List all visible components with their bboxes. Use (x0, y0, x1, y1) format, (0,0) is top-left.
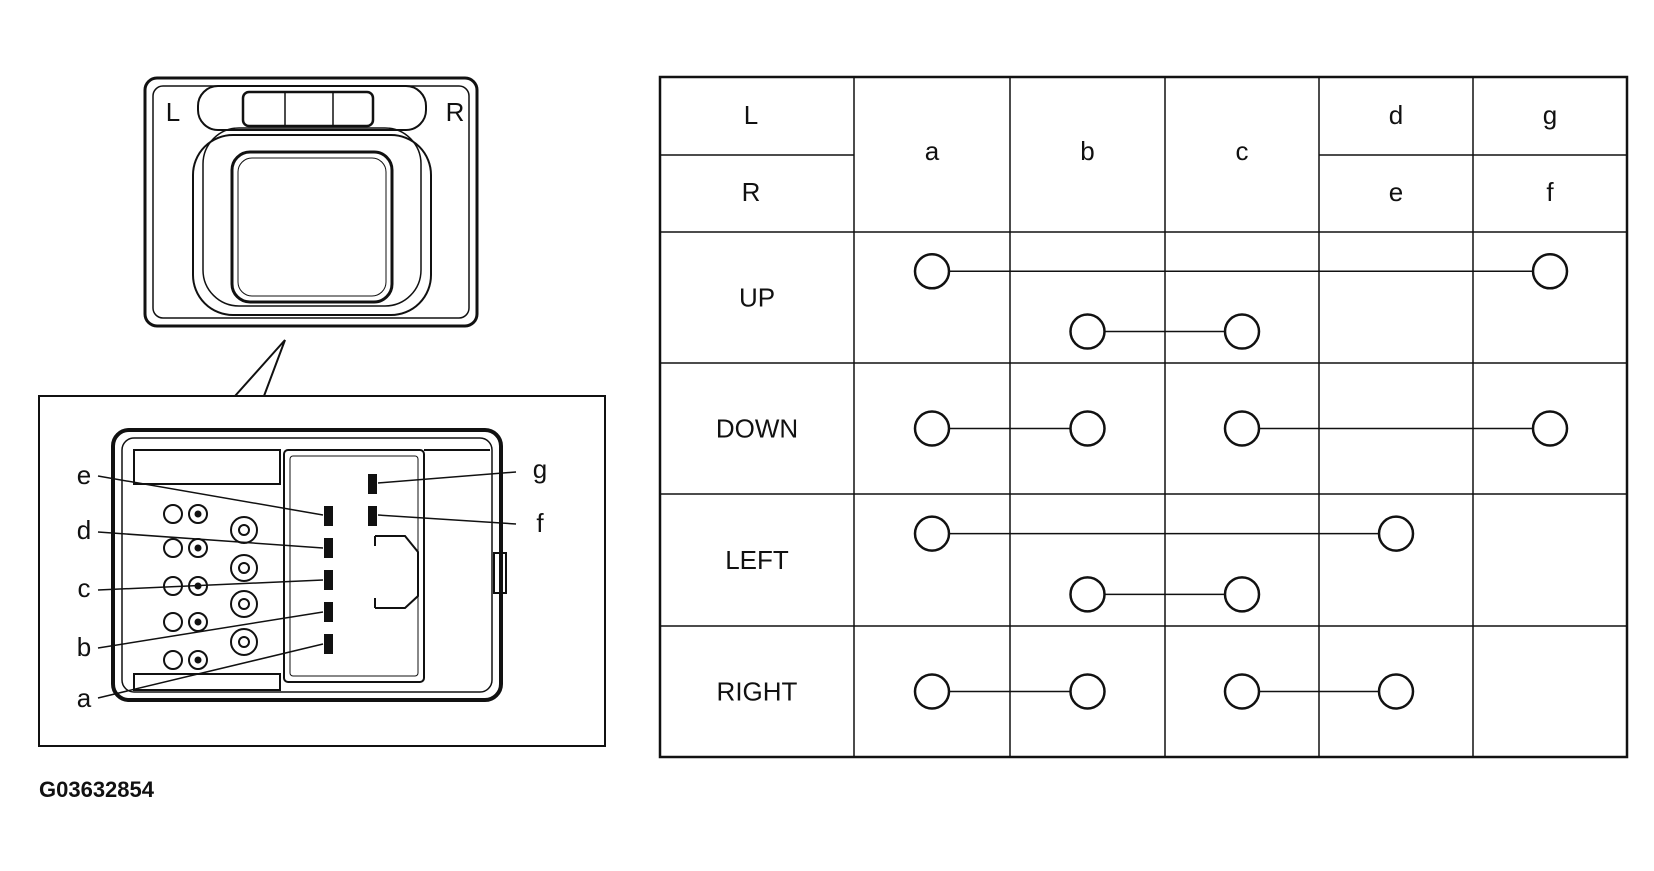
leader-lines (97, 471, 517, 699)
row-label: RIGHT (717, 677, 798, 707)
terminal-node (1531, 410, 1569, 447)
continuity-link (1069, 313, 1261, 350)
pin-label-g: g (533, 454, 547, 484)
terminal-node (1223, 410, 1261, 447)
column-header-bottom: f (1546, 177, 1554, 207)
column-header-top: d (1389, 100, 1403, 130)
pin-label-e: e (77, 460, 91, 490)
terminal-node (1069, 576, 1106, 613)
table-grid (658, 75, 1629, 759)
terminal-a (324, 634, 333, 654)
header-l: L (744, 100, 758, 130)
pin-label-c: c (78, 573, 91, 603)
terminal-node (1531, 253, 1569, 290)
pin-label-d: d (77, 515, 91, 545)
callout-pointer (234, 339, 286, 397)
terminal-e (324, 506, 333, 526)
column-header: b (1080, 136, 1094, 166)
header-r: R (742, 177, 761, 207)
terminal-node (913, 515, 951, 552)
continuity-connections (913, 253, 1569, 710)
terminal-node (1377, 673, 1415, 710)
terminal-d (324, 538, 333, 558)
terminal-c (324, 570, 333, 590)
column-header: c (1236, 136, 1249, 166)
column-header: a (925, 136, 940, 166)
table-border (658, 75, 1629, 759)
row-label: LEFT (725, 545, 789, 575)
continuity-link (1069, 576, 1261, 613)
continuity-link (1223, 673, 1415, 710)
row-label: DOWN (716, 414, 798, 444)
pin-label-b: b (77, 632, 91, 662)
continuity-table: L R a b c d e g f UP DOWN LEFT RIGHT (658, 75, 1629, 759)
terminal-node (1223, 673, 1261, 710)
row-label: UP (739, 283, 775, 313)
figure-code: G03632854 (39, 777, 155, 802)
selector-left-label: L (166, 97, 180, 127)
row-labels: UP DOWN LEFT RIGHT (716, 283, 798, 707)
continuity-link (913, 515, 1415, 552)
switch-face: L R (143, 76, 479, 328)
connector-view: e d c b a g f (38, 395, 606, 747)
terminal-node (1069, 673, 1106, 710)
terminal-node (913, 673, 951, 710)
terminal-node (913, 410, 951, 447)
terminal-node (1069, 410, 1106, 447)
terminal-node (913, 253, 951, 290)
terminal-b (324, 602, 333, 622)
terminal-f (368, 506, 377, 526)
terminal-node (1069, 313, 1106, 350)
pin-label-a: a (77, 683, 92, 713)
terminal-node (1223, 576, 1261, 613)
continuity-link (913, 673, 1106, 710)
continuity-link (913, 253, 1569, 290)
terminals (324, 474, 377, 654)
column-headers: a b c d e g f (925, 100, 1557, 207)
continuity-link (913, 410, 1106, 447)
pin-label-f: f (536, 508, 544, 538)
column-header-bottom: e (1389, 177, 1403, 207)
selector-right-label: R (446, 97, 465, 127)
column-header-top: g (1543, 100, 1557, 130)
terminal-g (368, 474, 377, 494)
terminal-node (1223, 313, 1261, 350)
terminal-node (1377, 515, 1415, 552)
continuity-link (1223, 410, 1569, 447)
